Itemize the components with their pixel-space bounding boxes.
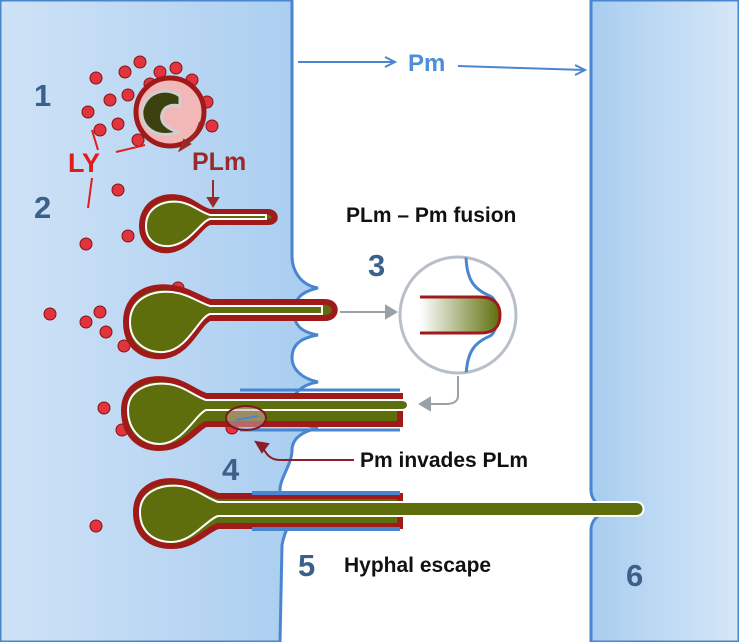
step-2-number: 2 [34, 190, 51, 225]
arrow-to-zoom [340, 304, 398, 320]
host-cytoplasm-right [589, 0, 739, 642]
escape-label: Hyphal escape [344, 554, 491, 577]
arrow-from-zoom [418, 376, 459, 412]
lysosome-cluster-5 [89, 519, 103, 533]
hypha-stage-2 [138, 194, 278, 254]
plm-label: PLm [192, 148, 246, 176]
step-1-number: 1 [34, 78, 51, 113]
fusion-zoom-inset [398, 255, 518, 375]
pm-label: Pm [408, 50, 445, 77]
step-4-number: 4 [222, 452, 240, 487]
hypha-stage-5 [132, 478, 645, 550]
step-3-number: 3 [368, 248, 385, 283]
lysosome-cluster-2 [79, 183, 135, 251]
plm-arrows [177, 121, 220, 208]
hypha-stage-3 [122, 284, 338, 360]
ly-pointers [87, 129, 146, 209]
phagosome-early [133, 75, 207, 149]
step-6-number: 6 [626, 558, 643, 593]
fusion-label: PLm – Pm fusion [346, 204, 516, 227]
ly-label: LY [68, 148, 100, 178]
invades-pointer [254, 440, 354, 461]
pm-span-arrow [298, 56, 588, 76]
invades-label: Pm invades PLm [360, 449, 528, 472]
step-5-number: 5 [298, 548, 315, 583]
hypha-stage-4 [120, 376, 409, 452]
